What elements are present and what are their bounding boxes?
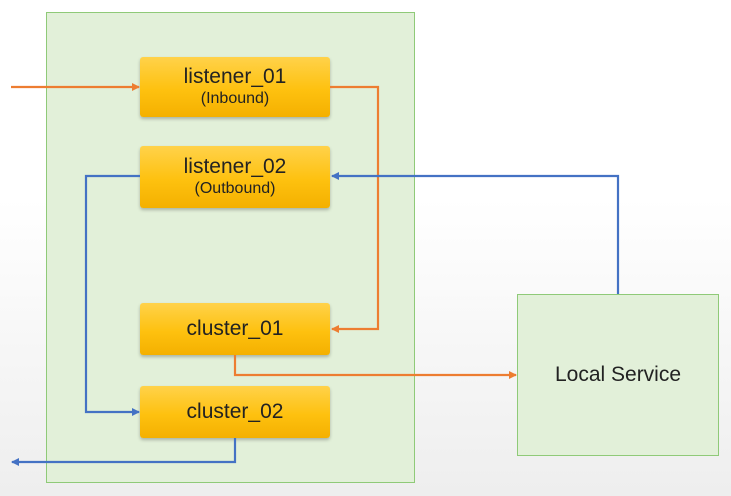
listener-01-node: listener_01 (Inbound) (140, 57, 330, 117)
local-service-label: Local Service (554, 363, 682, 386)
listener-02-sublabel: (Outbound) (194, 180, 276, 197)
listener-02-label: listener_02 (183, 155, 287, 178)
listener-01-sublabel: (Inbound) (200, 90, 270, 107)
listener-02-node: listener_02 (Outbound) (140, 146, 330, 208)
listener-01-label: listener_01 (183, 65, 287, 88)
cluster-02-node: cluster_02 (140, 386, 330, 438)
local-service-node: Local Service (517, 294, 719, 456)
cluster-01-node: cluster_01 (140, 303, 330, 355)
cluster-01-label: cluster_01 (186, 317, 284, 340)
cluster-02-label: cluster_02 (186, 400, 284, 423)
